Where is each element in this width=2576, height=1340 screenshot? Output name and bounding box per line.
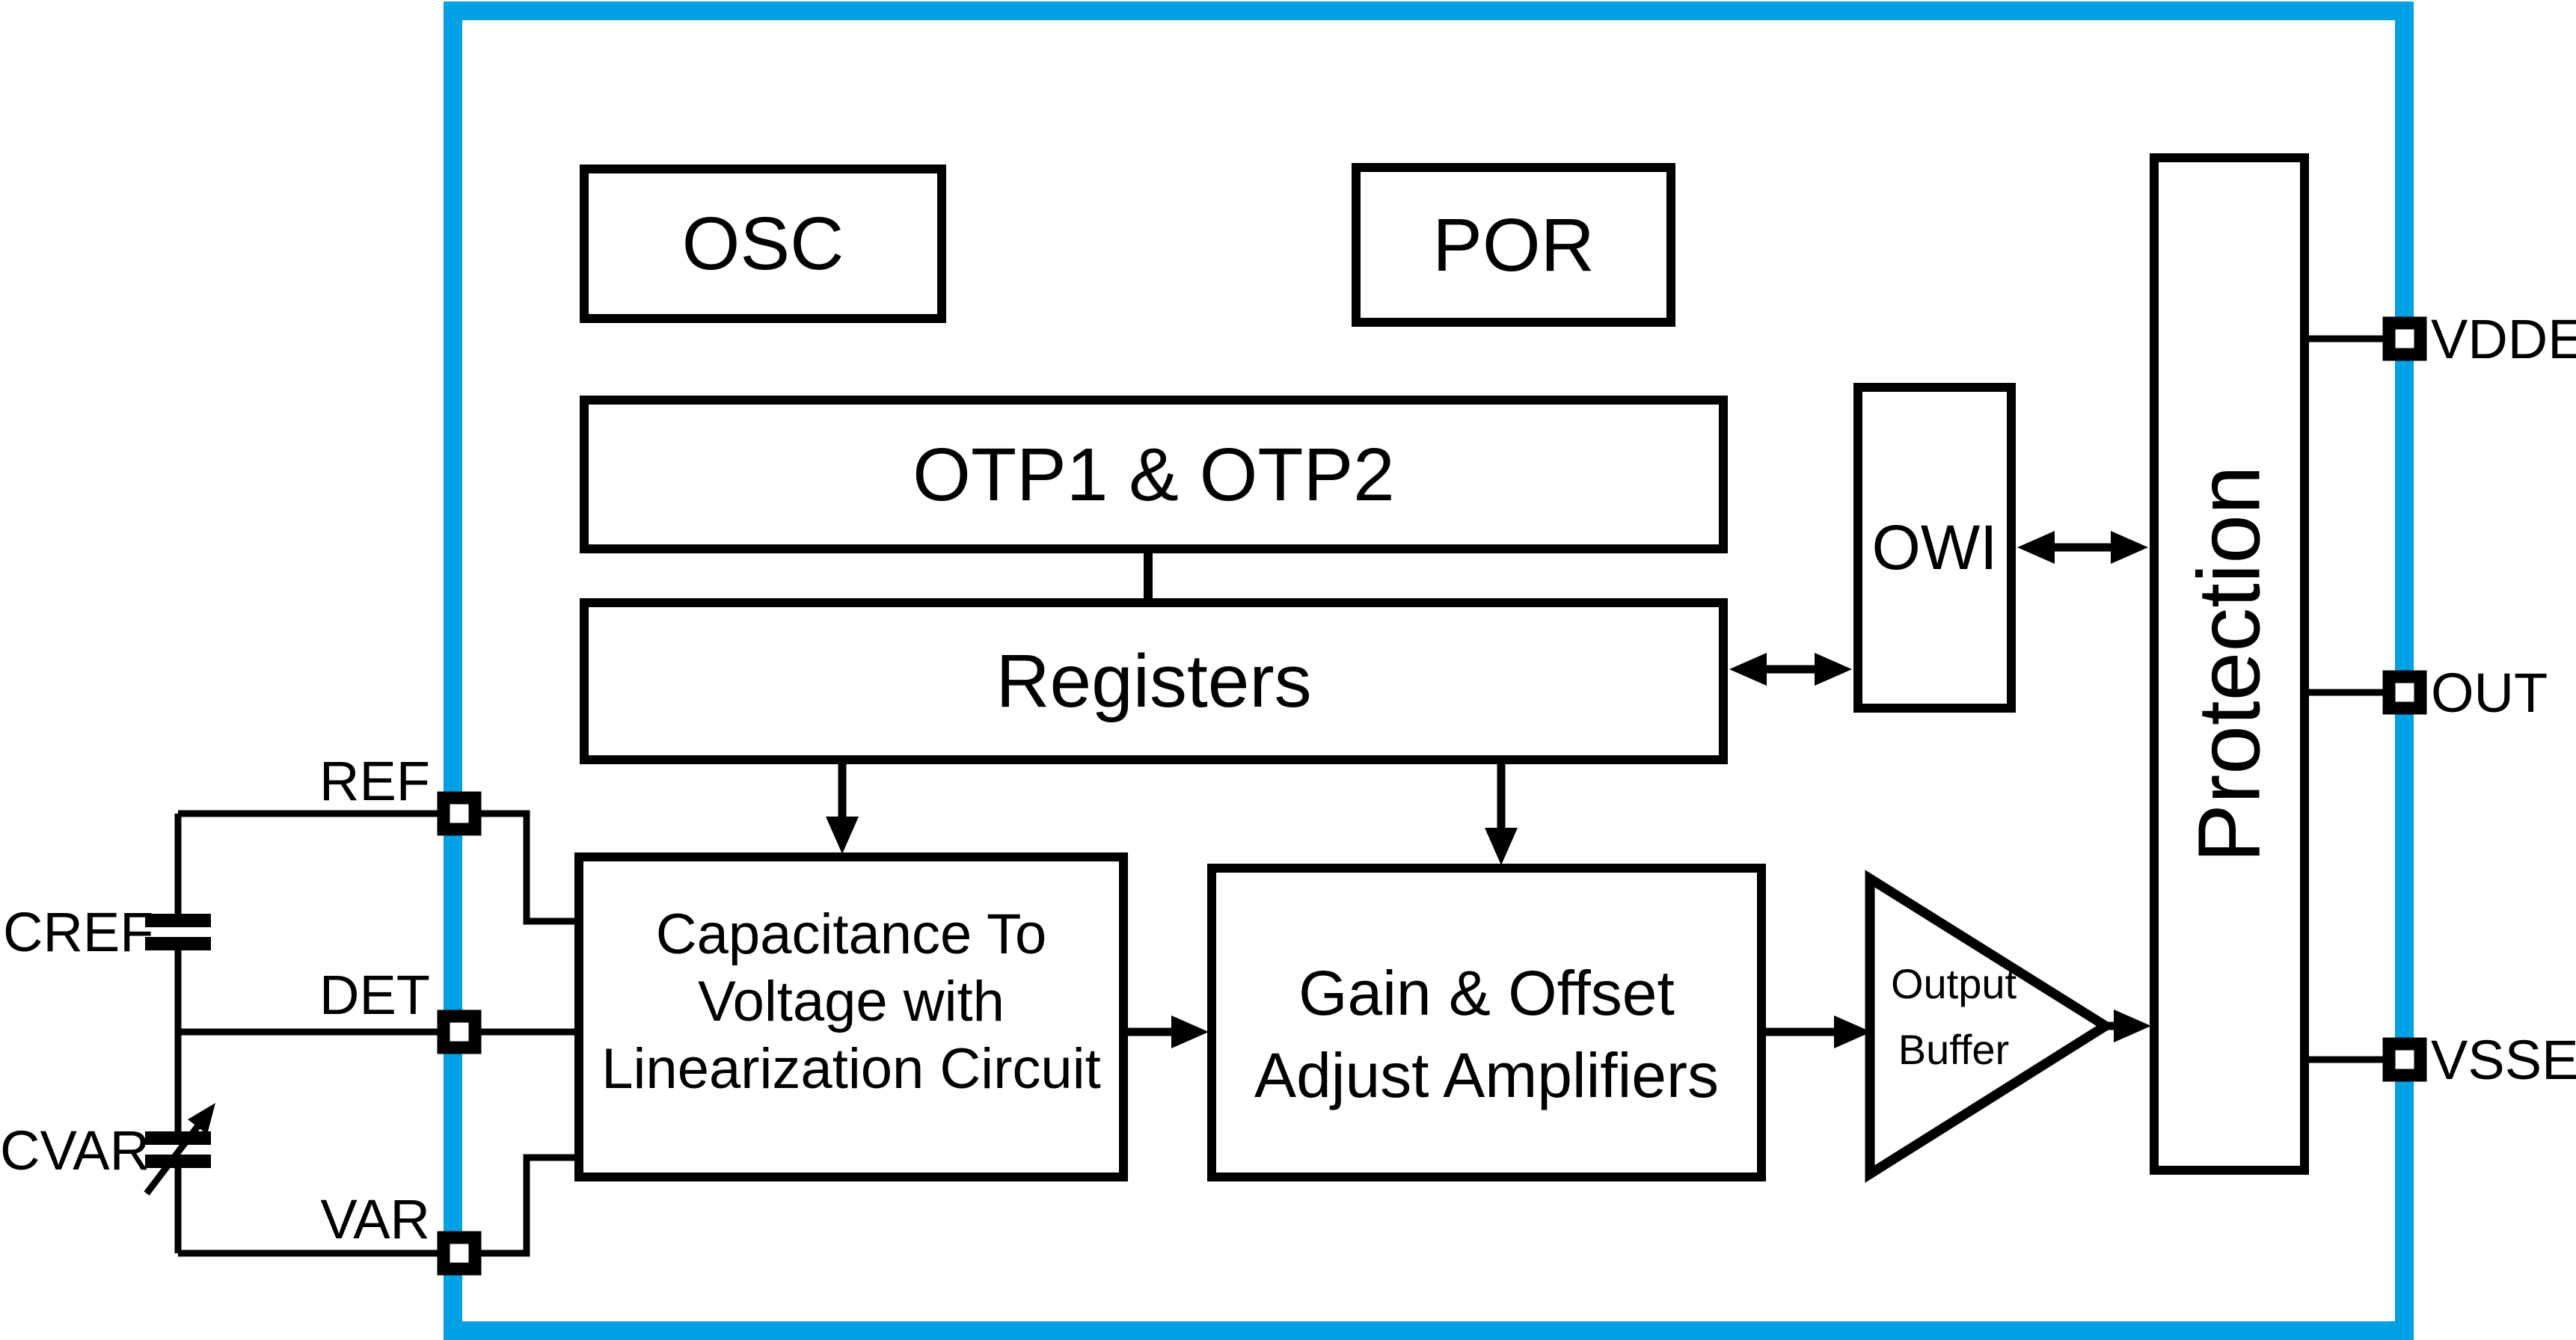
pin-square-det	[437, 1009, 482, 1054]
block-otp: OTP1 & OTP2	[580, 396, 1728, 553]
arrowhead-right-icon	[1815, 653, 1852, 686]
variable-arrow-shaft	[144, 1122, 202, 1196]
arrowhead-down-icon	[1485, 828, 1518, 865]
pin-square-out	[2382, 670, 2427, 715]
pin-label-var: VAR	[320, 1188, 430, 1250]
block-por-label: POR	[1432, 203, 1595, 287]
block-por: POR	[1352, 163, 1675, 327]
cvar-capacitor	[144, 1032, 215, 1253]
component-label-cref: CREF	[3, 901, 154, 963]
var-wire	[178, 1154, 577, 1257]
registers-owi-bidirectional-arrow	[1729, 653, 1852, 686]
var-inner-wire	[481, 1154, 577, 1257]
pin-label-ref: REF	[319, 750, 430, 812]
block-otp-label: OTP1 & OTP2	[913, 432, 1395, 517]
pin-square-vdde	[2382, 316, 2427, 361]
pin-square-var	[437, 1231, 482, 1276]
ctv-to-gain-arrow	[1128, 1015, 1209, 1048]
pin-square-vsse	[2382, 1037, 2427, 1082]
block-registers-label: Registers	[996, 639, 1312, 723]
block-gain-label-line1: Gain & Offset	[1298, 957, 1675, 1028]
registers-to-gain-arrow	[1485, 764, 1518, 865]
block-ctv-label-line3: Linearization Circuit	[601, 1037, 1101, 1101]
ref-inner-wire	[481, 810, 577, 925]
block-owi-label: OWI	[1871, 512, 1998, 583]
arrowhead-right-icon	[1171, 1015, 1209, 1048]
block-ctv-label-line1: Capacitance To	[655, 903, 1047, 966]
component-label-cvar: CVAR	[0, 1119, 150, 1181]
arrowhead-left-icon	[2017, 531, 2055, 564]
block-protection: Protection	[2150, 153, 2309, 1175]
cref-capacitor	[145, 814, 211, 1032]
registers-to-ctv-arrow	[826, 764, 859, 854]
owi-protection-bidirectional-arrow	[2017, 531, 2148, 564]
output-buffer-label-line2: Buffer	[1898, 1026, 2010, 1073]
arrowhead-down-icon	[826, 817, 859, 854]
pin-label-vdde: VDDE	[2431, 308, 2576, 370]
output-buffer-label-line1: Output	[1890, 960, 2017, 1007]
pin-square-ref	[437, 791, 482, 836]
block-ctv-label-line2: Voltage with	[698, 970, 1005, 1033]
arrowhead-left-icon	[1729, 653, 1767, 686]
pin-label-out: OUT	[2431, 662, 2548, 724]
block-ctv: Capacitance To Voltage with Linearizatio…	[574, 852, 1128, 1181]
arrowhead-right-icon	[1834, 1015, 1871, 1048]
block-protection-label: Protection	[2180, 465, 2279, 863]
block-registers: Registers	[580, 598, 1728, 764]
variable-arrowhead-icon	[188, 1103, 215, 1134]
arrowhead-right-icon	[2111, 531, 2148, 564]
block-osc-label: OSC	[681, 202, 844, 286]
pin-label-det: DET	[319, 964, 430, 1026]
block-gain: Gain & Offset Adjust Amplifiers	[1207, 864, 1766, 1181]
gain-to-buffer-arrow	[1766, 1015, 1871, 1048]
arrowhead-right-icon	[2114, 1009, 2151, 1042]
ref-wire	[178, 810, 577, 925]
block-owi: OWI	[1853, 383, 2016, 713]
output-buffer-triangle	[1865, 870, 2115, 1183]
block-osc: OSC	[580, 165, 946, 323]
output-buffer-label: Output Buffer	[1864, 951, 2043, 1083]
pin-squares	[437, 316, 2427, 1276]
pin-label-vsse: VSSE	[2431, 1029, 2576, 1091]
block-gain-label-line2: Adjust Amplifiers	[1254, 1039, 1719, 1110]
